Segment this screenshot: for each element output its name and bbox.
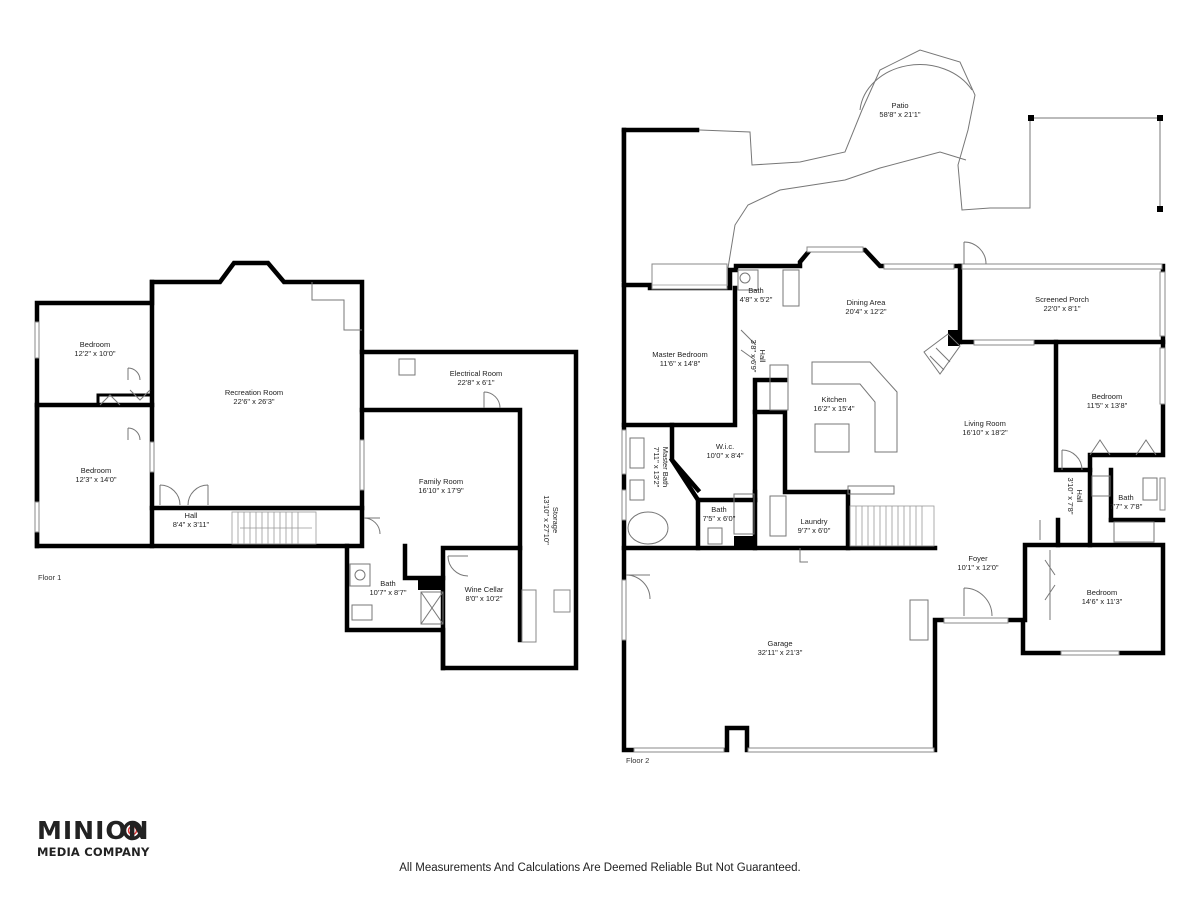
- floor-1-plan: [34, 260, 579, 671]
- svg-text:7'11" x 13'2": 7'11" x 13'2": [652, 447, 661, 488]
- svg-text:4'8" x 5'2": 4'8" x 5'2": [740, 295, 773, 304]
- svg-text:10'1" x 12'0": 10'1" x 12'0": [957, 563, 998, 572]
- svg-text:Family Room: Family Room: [419, 477, 463, 486]
- svg-text:Bedroom: Bedroom: [81, 466, 111, 475]
- svg-text:Bath: Bath: [380, 579, 395, 588]
- svg-text:Screened Porch: Screened Porch: [1035, 295, 1089, 304]
- svg-text:Bath: Bath: [711, 505, 726, 514]
- svg-text:13'10" x 27'10": 13'10" x 27'10": [542, 495, 551, 545]
- svg-text:22'8" x 6'1": 22'8" x 6'1": [458, 378, 495, 387]
- svg-text:Bath: Bath: [1118, 493, 1133, 502]
- brand-subtitle: MEDIA COMPANY: [37, 845, 150, 859]
- room-label-wic: W.i.c.10'0" x 8'4": [707, 442, 744, 460]
- svg-text:22'6" x 26'3": 22'6" x 26'3": [233, 397, 274, 406]
- svg-text:9'7" x 6'0": 9'7" x 6'0": [798, 526, 831, 535]
- svg-text:Bath: Bath: [748, 286, 763, 295]
- svg-text:16'10" x 18'2": 16'10" x 18'2": [962, 428, 1008, 437]
- svg-text:20'4" x 12'2": 20'4" x 12'2": [845, 307, 886, 316]
- svg-text:8'0" x 10'2": 8'0" x 10'2": [466, 594, 503, 603]
- svg-text:Hall: Hall: [1075, 490, 1084, 503]
- svg-text:Master Bedroom: Master Bedroom: [652, 350, 707, 359]
- svg-text:W.i.c.: W.i.c.: [716, 442, 734, 451]
- floor-1-label: Floor 1: [38, 573, 61, 582]
- disclaimer-text: All Measurements And Calculations Are De…: [399, 862, 801, 874]
- svg-text:11'5" x 13'8": 11'5" x 13'8": [1087, 401, 1128, 410]
- svg-text:Hall: Hall: [758, 350, 767, 363]
- svg-text:Recreation Room: Recreation Room: [225, 388, 283, 397]
- svg-text:7'5" x 6'0": 7'5" x 6'0": [703, 514, 736, 523]
- svg-text:22'0" x 8'1": 22'0" x 8'1": [1044, 304, 1081, 313]
- brand-logo: MINION MEDIA COMPANY: [37, 816, 150, 860]
- svg-text:7'7" x 7'8": 7'7" x 7'8": [1110, 502, 1143, 511]
- svg-text:3'10" x 7'8": 3'10" x 7'8": [1066, 478, 1075, 515]
- svg-text:3'8" x 6'9": 3'8" x 6'9": [749, 340, 758, 373]
- svg-text:Living Room: Living Room: [964, 419, 1006, 428]
- svg-text:16'10" x 17'9": 16'10" x 17'9": [418, 486, 464, 495]
- svg-text:Bedroom: Bedroom: [1092, 392, 1122, 401]
- svg-text:Storage: Storage: [551, 507, 560, 533]
- svg-text:Electrical Room: Electrical Room: [450, 369, 503, 378]
- svg-text:12'3" x 14'0": 12'3" x 14'0": [75, 475, 116, 484]
- svg-text:10'7" x 8'7": 10'7" x 8'7": [370, 588, 407, 597]
- brand-logo-ring: [122, 820, 143, 841]
- floor-2-label: Floor 2: [626, 756, 649, 765]
- svg-text:32'11" x 21'3": 32'11" x 21'3": [758, 648, 803, 657]
- svg-text:11'6" x 14'8": 11'6" x 14'8": [660, 359, 701, 368]
- svg-text:Kitchen: Kitchen: [821, 395, 846, 404]
- floor-2-plan: [621, 49, 1166, 753]
- svg-text:Dining Area: Dining Area: [847, 298, 887, 307]
- svg-text:Laundry: Laundry: [800, 517, 827, 526]
- svg-text:12'2" x 10'0": 12'2" x 10'0": [74, 349, 115, 358]
- svg-text:10'0" x 8'4": 10'0" x 8'4": [707, 451, 744, 460]
- svg-text:58'8" x 21'1": 58'8" x 21'1": [879, 110, 920, 119]
- svg-text:Patio: Patio: [891, 101, 908, 110]
- svg-text:Garage: Garage: [767, 639, 792, 648]
- svg-text:Foyer: Foyer: [968, 554, 988, 563]
- svg-text:16'2" x 15'4": 16'2" x 15'4": [813, 404, 854, 413]
- svg-text:Master Bath: Master Bath: [661, 447, 670, 487]
- svg-text:14'6" x 11'3": 14'6" x 11'3": [1082, 597, 1123, 606]
- svg-text:Bedroom: Bedroom: [80, 340, 110, 349]
- brand-name: MINION: [37, 816, 150, 845]
- svg-text:8'4" x 3'11": 8'4" x 3'11": [173, 520, 210, 529]
- svg-text:Bedroom: Bedroom: [1087, 588, 1117, 597]
- svg-text:Wine Cellar: Wine Cellar: [465, 585, 504, 594]
- svg-text:Hall: Hall: [185, 511, 198, 520]
